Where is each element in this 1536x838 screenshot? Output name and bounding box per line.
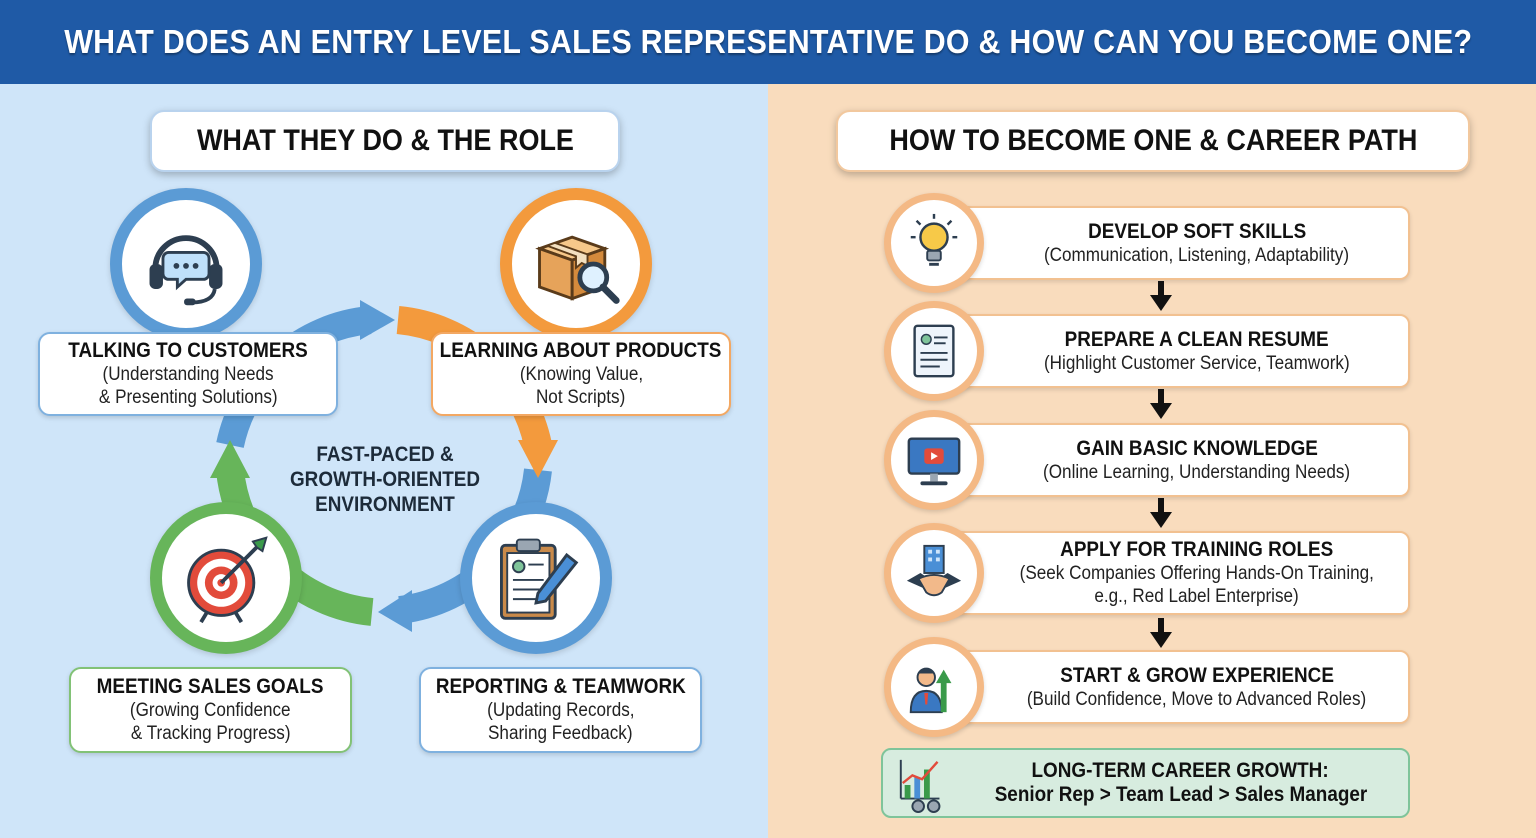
step-subtitle: e.g., Red Label Enterprise): [1094, 586, 1300, 607]
learning-line-1: (Knowing Value,: [519, 364, 643, 385]
cycle-arrowhead-4: [210, 440, 250, 478]
step-box: APPLY FOR TRAINING ROLES (Seek Companies…: [944, 531, 1410, 615]
learning-title: LEARNING ABOUT PRODUCTS: [440, 339, 722, 362]
step-icon-circle: [884, 301, 984, 401]
step-title: DEVELOP SOFT SKILLS: [1087, 219, 1307, 243]
resume-icon: [913, 324, 955, 378]
step-box: DEVELOP SOFT SKILLS (Communication, List…: [944, 206, 1410, 280]
step-arrow-down-icon: [1150, 281, 1172, 311]
cycle-arrowhead-3: [378, 590, 412, 632]
step-subtitle: (Seek Companies Offering Hands-On Traini…: [1019, 563, 1375, 584]
reporting-card: REPORTING & TEAMWORK (Updating Records, …: [419, 667, 702, 753]
step-icon-circle: [884, 523, 984, 623]
step-box: PREPARE A CLEAN RESUME (Highlight Custom…: [944, 314, 1410, 388]
step-icon-circle: [884, 410, 984, 510]
step-subtitle: (Online Learning, Understanding Needs): [1043, 461, 1351, 483]
step-title: START & GROW EXPERIENCE: [1060, 663, 1334, 687]
handshake-icon: [906, 544, 962, 597]
step-icon-circle: [884, 193, 984, 293]
talking-card: TALKING TO CUSTOMERS (Understanding Need…: [38, 332, 338, 416]
page-title: WHAT DOES AN ENTRY LEVEL SALES REPRESENT…: [63, 23, 1473, 60]
talking-circle: [110, 188, 262, 340]
headset-chat-icon: [149, 235, 223, 306]
goals-circle: [150, 502, 302, 654]
talking-line-2: & Presenting Solutions): [98, 387, 278, 408]
goals-title: MEETING SALES GOALS: [97, 675, 324, 698]
step-box: START & GROW EXPERIENCE (Build Confidenc…: [944, 650, 1410, 724]
step-experience: START & GROW EXPERIENCE (Build Confidenc…: [884, 637, 1410, 737]
cycle-arrowhead-1: [360, 300, 395, 340]
step-subtitle: (Highlight Customer Service, Teamwork): [1044, 352, 1350, 374]
step-title: GAIN BASIC KNOWLEDGE: [1076, 436, 1318, 460]
box-magnifier-icon: [535, 235, 620, 304]
reporting-line-1: (Updating Records,: [486, 700, 635, 721]
goals-line-1: (Growing Confidence: [130, 700, 291, 721]
step-training: APPLY FOR TRAINING ROLES (Seek Companies…: [884, 523, 1410, 623]
target-arrow-icon: [187, 536, 268, 624]
chart-gears-icon: [899, 759, 941, 814]
reporting-circle: [460, 502, 612, 654]
career-growth-path: Senior Rep > Team Lead > Sales Manager: [994, 783, 1367, 806]
talking-line-1: (Understanding Needs: [102, 364, 274, 385]
step-subtitle: (Build Confidence, Move to Advanced Role…: [1027, 688, 1367, 710]
step-resume: PREPARE A CLEAN RESUME (Highlight Custom…: [884, 301, 1410, 401]
step-arrow-down-icon: [1150, 618, 1172, 648]
goals-line-2: & Tracking Progress): [130, 723, 291, 744]
step-arrow-down-icon: [1150, 498, 1172, 528]
reporting-title: REPORTING & TEAMWORK: [435, 675, 686, 698]
header-banner: WHAT DOES AN ENTRY LEVEL SALES REPRESENT…: [0, 0, 1536, 84]
step-subtitle: (Communication, Listening, Adaptability): [1044, 244, 1350, 266]
step-arrow-down-icon: [1150, 389, 1172, 419]
reporting-line-2: Sharing Feedback): [488, 723, 633, 744]
person-growth-icon: [909, 667, 952, 714]
right-section-title: HOW TO BECOME ONE & CAREER PATH: [836, 110, 1470, 172]
step-title: APPLY FOR TRAINING ROLES: [1060, 538, 1334, 561]
learning-card: LEARNING ABOUT PRODUCTS (Knowing Value, …: [431, 332, 731, 416]
talking-title: TALKING TO CUSTOMERS: [68, 339, 308, 362]
learning-line-2: Not Scripts): [536, 387, 626, 408]
left-section-title: WHAT THEY DO & THE ROLE: [150, 110, 620, 172]
step-icon-circle: [884, 637, 984, 737]
career-growth-title: LONG-TERM CAREER GROWTH:: [1031, 759, 1330, 782]
step-box: GAIN BASIC KNOWLEDGE (Online Learning, U…: [944, 423, 1410, 497]
career-growth-box: LONG-TERM CAREER GROWTH: Senior Rep > Te…: [881, 748, 1410, 818]
goals-card: MEETING SALES GOALS (Growing Confidence …: [69, 667, 352, 753]
step-title: PREPARE A CLEAN RESUME: [1065, 327, 1329, 351]
step-soft-skills: DEVELOP SOFT SKILLS (Communication, List…: [884, 193, 1410, 293]
lightbulb-icon: [910, 213, 958, 266]
monitor-play-icon: [907, 437, 961, 486]
learning-circle: [500, 188, 652, 340]
cycle-arrowhead-2: [518, 440, 558, 478]
step-knowledge: GAIN BASIC KNOWLEDGE (Online Learning, U…: [884, 410, 1410, 510]
clipboard-pen-icon: [500, 538, 579, 620]
cycle-center-label: FAST-PACED & GROWTH-ORIENTED ENVIRONMENT: [289, 443, 481, 516]
